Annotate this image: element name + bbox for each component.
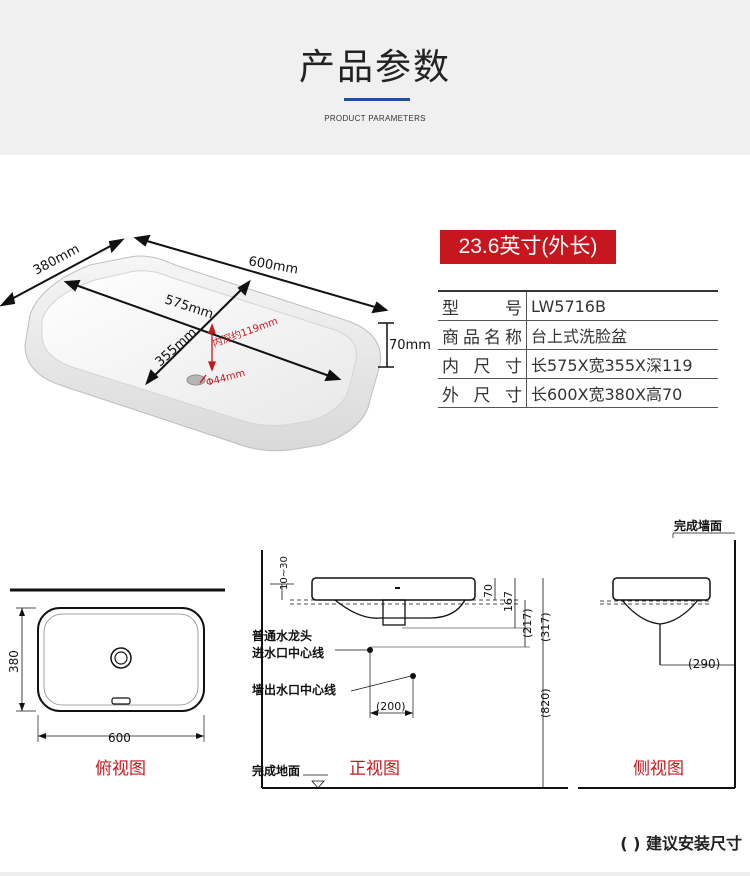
floor-label: 完成地面 — [252, 763, 300, 778]
spec-key: 内尺寸 — [438, 349, 527, 379]
table-row: 型号 LW5716B — [438, 290, 718, 321]
side-view-caption: 侧视图 — [633, 759, 684, 779]
spec-table: 型号 LW5716B 商品名称 台上式洗脸盆 内尺寸 长575X宽355X深11… — [438, 290, 718, 408]
size-badge: 23.6英寸(外长) — [440, 230, 616, 264]
spec-value: 长600X宽380X高70 — [526, 378, 718, 408]
bottom-divider — [0, 872, 750, 876]
top-dim-height: 380 — [7, 650, 21, 673]
wall-label: 完成墙面 — [674, 518, 722, 533]
front-view-caption: 正视图 — [349, 759, 400, 779]
spec-key: 外尺寸 — [438, 378, 527, 408]
spec-value: LW5716B — [526, 290, 718, 321]
front-dim-70: 70 — [482, 584, 495, 598]
spec-value: 台上式洗脸盆 — [526, 320, 718, 350]
technical-drawings: 600 380 10~30 70 167 (217) (317) (820) (… — [7, 518, 736, 789]
top-view-drawing — [10, 588, 225, 742]
table-row: 内尺寸 长575X宽355X深119 — [438, 349, 718, 379]
front-dim-820: (820) — [539, 688, 552, 718]
table-row: 外尺寸 长600X宽380X高70 — [438, 378, 718, 408]
front-dim-10-30: 10~30 — [279, 556, 290, 590]
front-dim-167: 167 — [502, 591, 515, 612]
front-dim-200: (200) — [376, 700, 406, 713]
front-dim-217: (217) — [521, 608, 534, 638]
product-photo: 380mm 600mm 575mm 355mm 70mm 内深约119mm Φ4… — [0, 234, 431, 452]
spec-key: 型号 — [438, 290, 527, 321]
page-title: 产品参数 — [298, 47, 451, 88]
install-size-note: ( ) 建议安装尺寸 — [620, 834, 742, 853]
header-banner: 产品参数 PRODUCT PARAMETERS — [0, 0, 750, 155]
wall-outlet-label: 墙出水口中心线 — [252, 682, 336, 697]
spec-key: 商品名称 — [438, 320, 527, 350]
title-underline — [344, 98, 410, 101]
dim-600-label: 600mm — [247, 254, 299, 277]
faucet-label-line1: 普通水龙头 — [252, 628, 312, 643]
front-dim-317: (317) — [539, 612, 552, 642]
faucet-label-line2: 进水口中心线 — [252, 645, 324, 660]
table-row: 商品名称 台上式洗脸盆 — [438, 320, 718, 350]
dim-70-label: 70mm — [389, 338, 431, 353]
page-subtitle: PRODUCT PARAMETERS — [324, 114, 426, 123]
top-view-caption: 俯视图 — [95, 759, 146, 779]
top-dim-width: 600 — [108, 731, 131, 745]
side-view-drawing — [578, 532, 736, 789]
side-dim-290: (290) — [688, 657, 720, 671]
spec-value: 长575X宽355X深119 — [526, 349, 718, 379]
front-view-drawing — [261, 550, 568, 789]
